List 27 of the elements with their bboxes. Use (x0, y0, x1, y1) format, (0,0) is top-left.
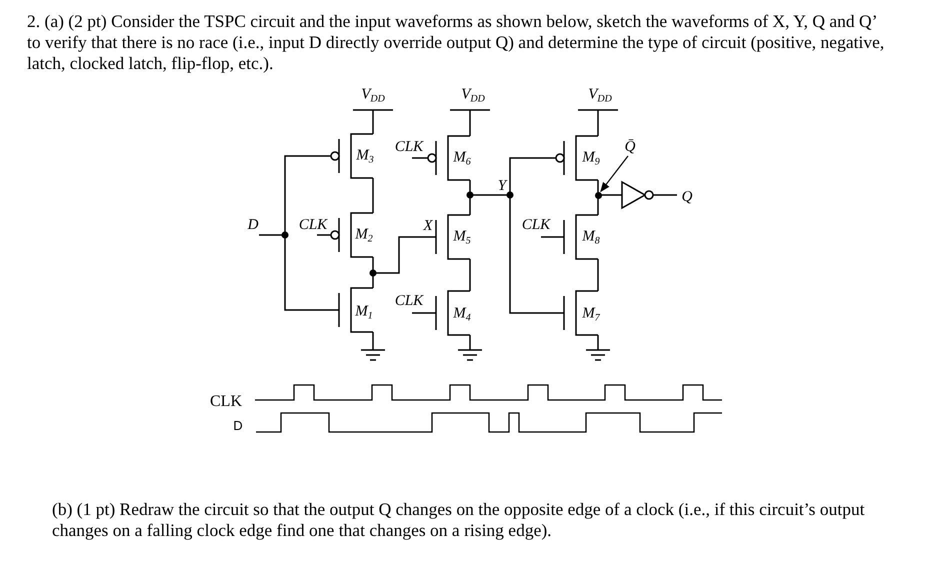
signal-label: CLK (298, 217, 328, 233)
transistor-label: M$_{2}$ (355, 226, 373, 246)
supply-label: V$_{DD}$ (461, 86, 485, 106)
node-label: Y (498, 178, 506, 194)
transistor-label: M$_{6}$ (453, 150, 471, 170)
question-text: 2. (a) (2 pt) Consider the TSPC circuit and the input waveforms as shown below, sketch the waveforms of X, Y, Q and Q’ to verify that there is no race (i.e., input D directly override output Q) and determine the type of circuit (positive, negative, latch, clocked latch, flip-flop, etc.). (27, 11, 886, 74)
transistor-label: M$_{1}$ (355, 304, 373, 324)
signal-label: D (248, 217, 258, 233)
transistor-label: M$_{4}$ (453, 306, 471, 326)
signal-label: CLK (522, 217, 550, 233)
transistor-label: M$_{5}$ (453, 228, 471, 248)
transistor-label: M$_{8}$ (582, 228, 600, 248)
junction-dot (594, 192, 602, 198)
question-text: (b) (1 pt) Redraw the circuit so that the output Q changes on the opposite edge of a clock (i.e., if this circuit’s output changes on a falling clock edge find one that changes on a rising edge). (52, 499, 866, 541)
supply-label: V$_{DD}$ (361, 86, 385, 106)
leader-line (600, 156, 628, 192)
node-label: X (423, 218, 433, 234)
transistor-label: M$_{9}$ (582, 150, 600, 170)
transistor-label: M$_{3}$ (356, 148, 374, 168)
transistor-label: M$_{7}$ (582, 306, 600, 326)
signal-label: CLK (394, 139, 424, 155)
signal-label: Q (682, 189, 692, 205)
signal-label: CLK (394, 293, 424, 309)
node-label: Q̄ (624, 139, 636, 155)
signal-label: CLK (210, 394, 242, 410)
signal-label: D (233, 418, 243, 434)
supply-label: V$_{DD}$ (588, 86, 612, 106)
